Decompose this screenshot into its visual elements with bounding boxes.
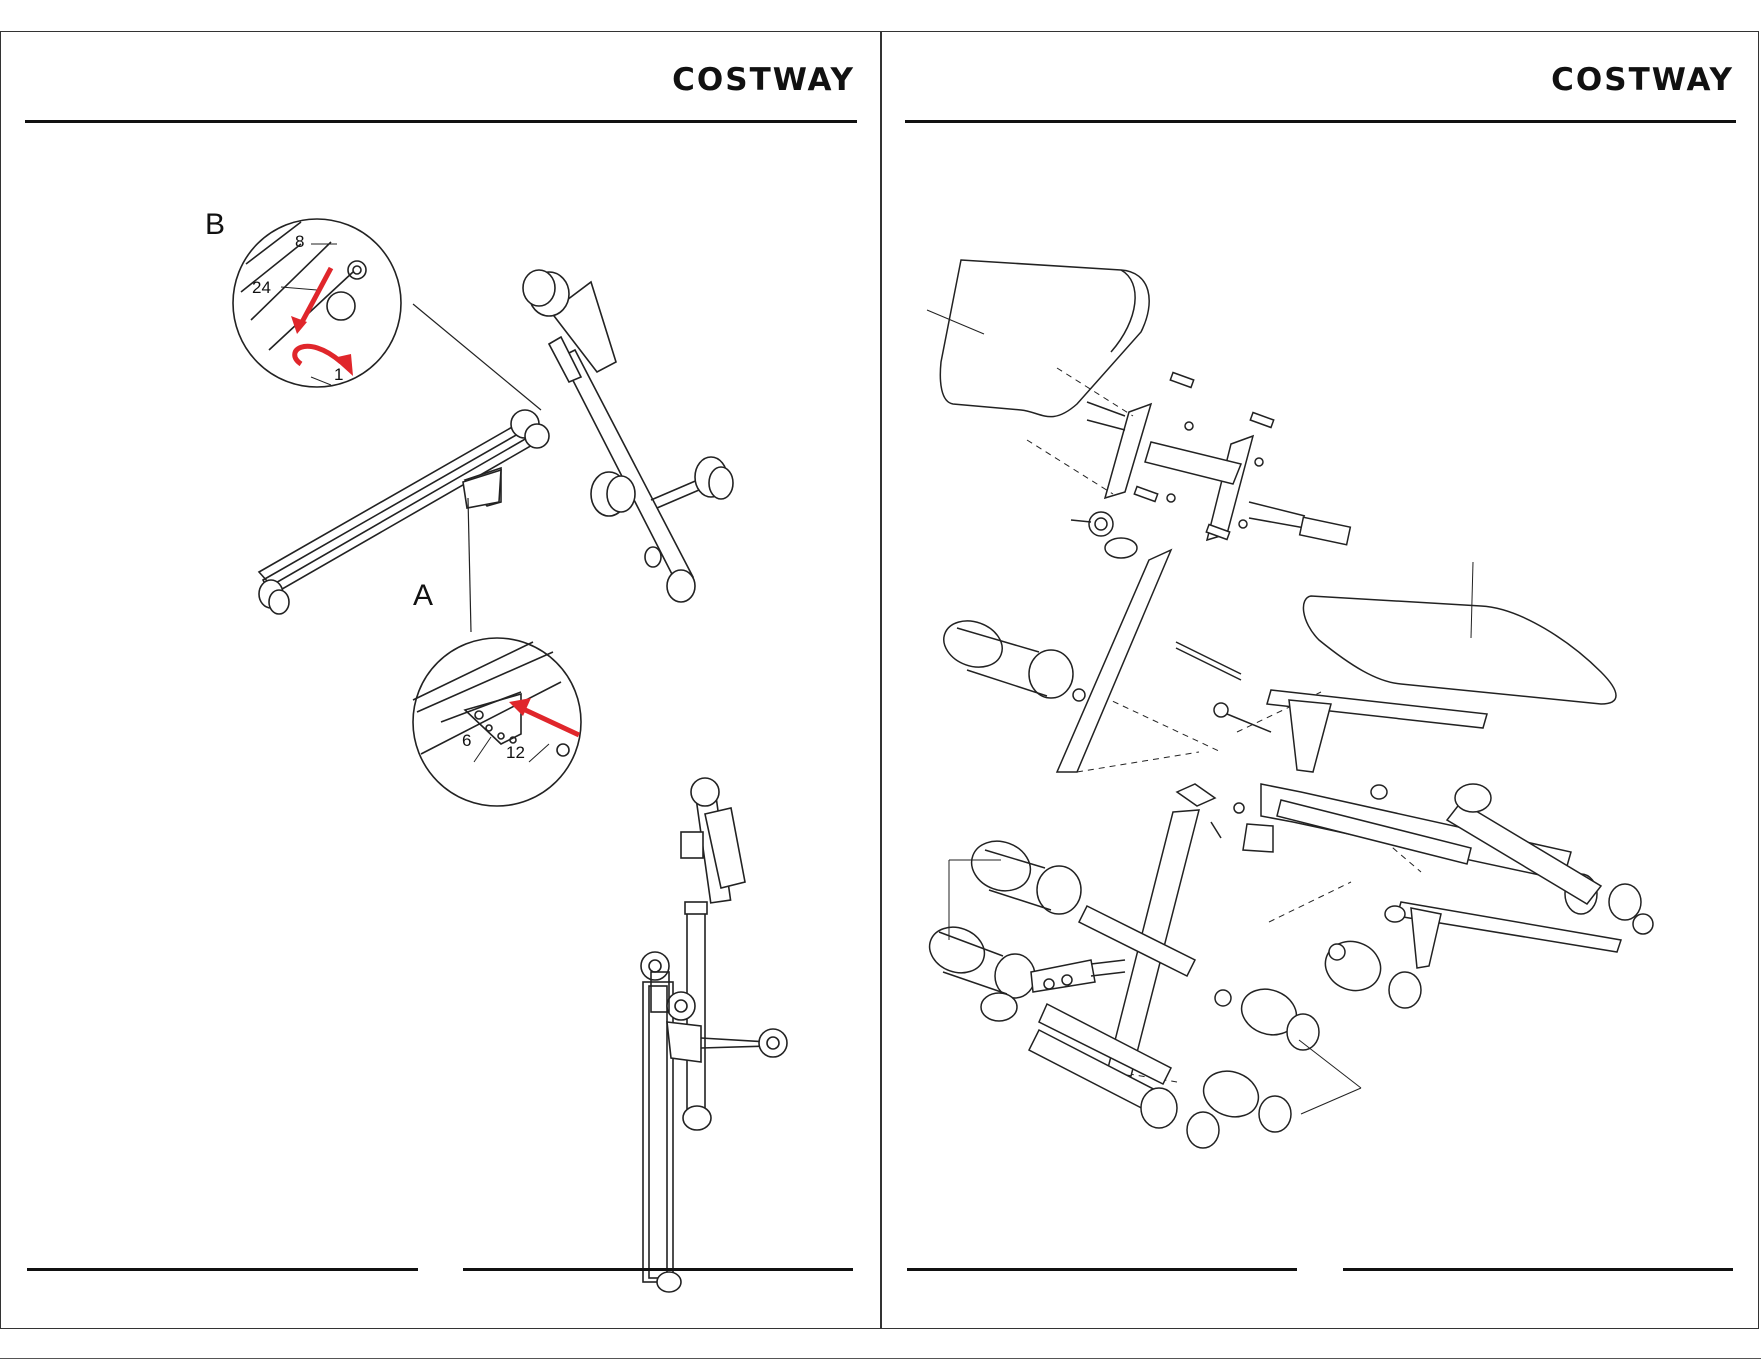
footer-rule-right-b xyxy=(1343,1268,1733,1271)
bottom-edge-line xyxy=(0,1358,1761,1359)
seat-pad xyxy=(1303,596,1616,704)
footer-rule-right-a xyxy=(907,1268,1297,1271)
detail-a-arrow xyxy=(509,698,579,735)
footer-rule-left-b xyxy=(463,1268,853,1271)
manual-spread: COSTWAY B 8 24 1 A 6 12 xyxy=(0,31,1759,1329)
bench-folded xyxy=(641,778,787,1292)
right-page: COSTWAY xyxy=(881,32,1760,1328)
exploded-parts-diagram xyxy=(881,32,1760,1330)
top-pad xyxy=(940,260,1149,417)
folding-instructions-illustration xyxy=(1,32,881,1330)
detail-b-arrows xyxy=(291,268,353,376)
footer-rule-left-a xyxy=(27,1268,418,1271)
bench-unfolded xyxy=(259,270,733,614)
left-page: COSTWAY B 8 24 1 A 6 12 xyxy=(1,32,881,1328)
